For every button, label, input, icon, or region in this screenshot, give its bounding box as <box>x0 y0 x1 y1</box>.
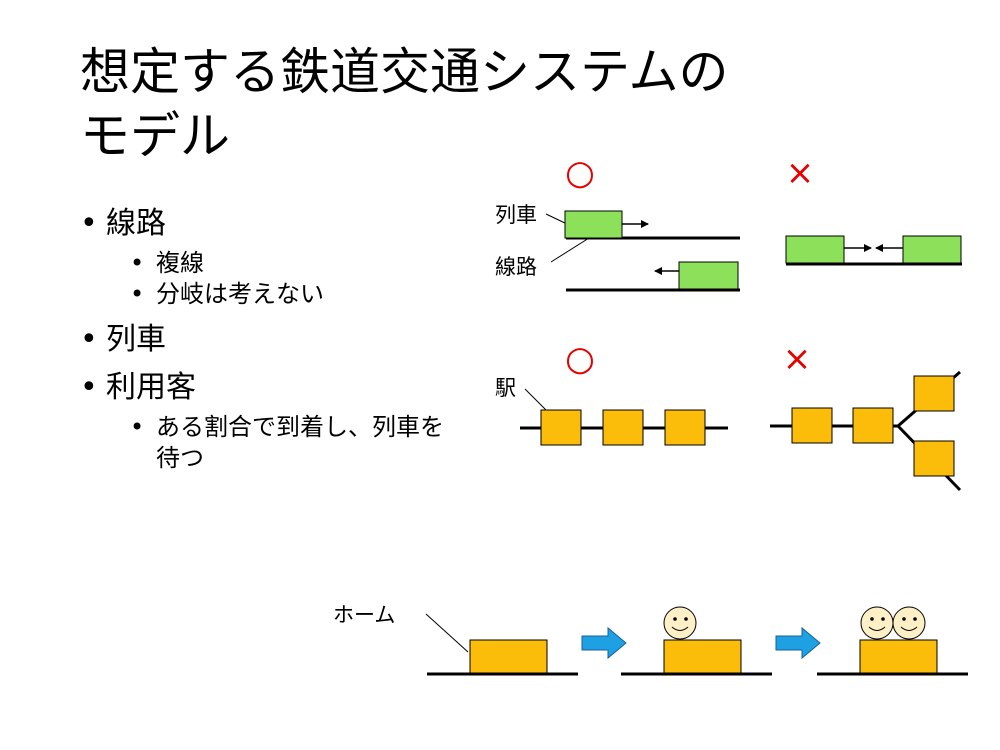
train-opposing-1 <box>785 235 845 264</box>
station-box <box>540 409 582 446</box>
train-eastbound <box>564 210 623 239</box>
platform <box>663 639 742 674</box>
train-westbound <box>678 261 739 290</box>
bullet-train-text: 列車 <box>106 322 166 357</box>
label-train-leader <box>545 213 568 225</box>
station-box <box>791 407 833 444</box>
station-box <box>664 409 706 446</box>
bullet-train: 列車 <box>80 316 456 364</box>
passenger-face-icon <box>860 606 894 640</box>
slide-title: 想定する鉄道交通システムの モデル <box>80 40 729 168</box>
sub-bullet-double-track-text: 複線 <box>156 249 204 277</box>
platform <box>469 639 548 674</box>
label-train: 列車 <box>495 203 537 227</box>
train-opposing-2 <box>902 235 962 264</box>
sub-bullet-passenger-detail-text: ある割合で到着し、列車を待つ <box>156 413 444 472</box>
ng-mark-station: × <box>783 339 812 379</box>
passenger-face-icon <box>892 606 926 640</box>
progress-arrow-icon <box>775 626 821 660</box>
label-track: 線路 <box>495 255 537 279</box>
ok-mark-track: ○ <box>565 153 595 193</box>
sub-bullet-no-branching-text: 分岐は考えない <box>156 280 324 308</box>
label-platform-leader <box>425 613 469 653</box>
bullet-track: 線路 <box>80 200 456 248</box>
sub-bullet-double-track: 複線 <box>80 248 456 279</box>
slide-title-line2: モデル <box>80 107 230 165</box>
label-station-leader <box>524 388 549 413</box>
station-box-branch-lower <box>913 440 955 477</box>
sub-bullet-passenger-detail: ある割合で到着し、列車を待つ <box>80 412 456 474</box>
ok-mark-station: ○ <box>565 339 595 379</box>
sub-bullet-no-branching: 分岐は考えない <box>80 279 456 310</box>
bullet-passenger: 利用客 <box>80 364 456 412</box>
bullet-passenger-text: 利用客 <box>106 370 196 405</box>
slide-title-line1: 想定する鉄道交通システムの <box>80 43 729 101</box>
station-box-branch-upper <box>913 375 955 412</box>
station-box <box>852 407 894 444</box>
sub-bullets-track: 複線 分岐は考えない <box>80 248 456 310</box>
sub-bullets-passenger: ある割合で到着し、列車を待つ <box>80 412 456 474</box>
ng-mark-track: × <box>786 153 815 193</box>
bullet-list: 線路 複線 分岐は考えない 列車 利用客 ある割合で到着し、列車を待つ <box>80 200 456 480</box>
passenger-face-icon <box>663 606 697 640</box>
progress-arrow-icon <box>581 626 627 660</box>
label-station: 駅 <box>495 376 516 400</box>
bullet-track-text: 線路 <box>106 206 166 241</box>
platform <box>859 639 938 674</box>
label-track-leader <box>550 237 590 263</box>
station-box <box>602 409 644 446</box>
label-platform: ホーム <box>333 603 395 627</box>
